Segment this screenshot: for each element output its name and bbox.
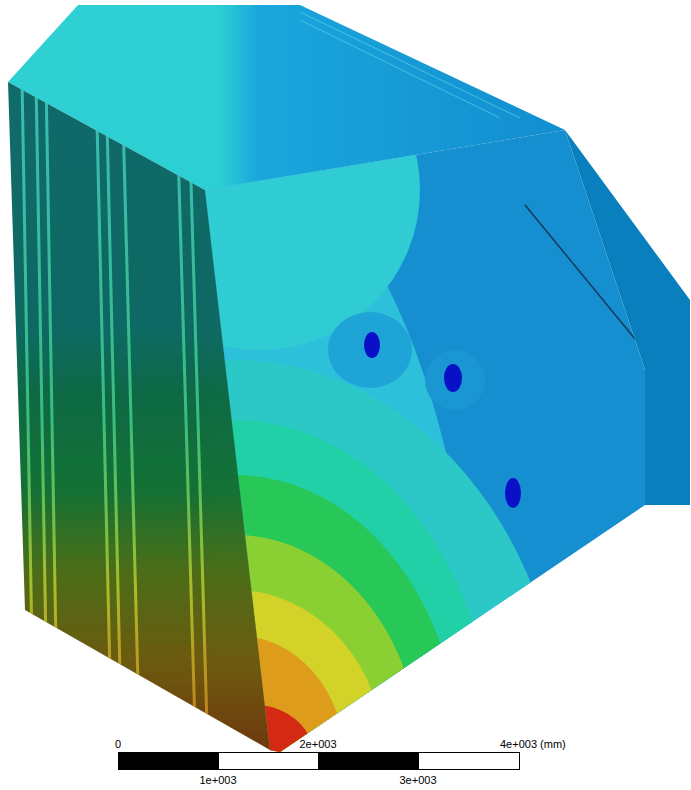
hole-marker — [364, 332, 380, 358]
left-face — [0, 0, 300, 790]
hole-marker — [444, 364, 462, 392]
scale-label: 0 — [115, 738, 121, 751]
scale-label: 2e+003 — [299, 738, 336, 751]
scale-bar — [119, 753, 520, 770]
scale-label: 3e+003 — [399, 774, 436, 787]
scale-label: 4e+003 (mm) — [500, 738, 566, 751]
hole-marker — [505, 478, 521, 508]
scale-label: 1e+003 — [199, 774, 236, 787]
